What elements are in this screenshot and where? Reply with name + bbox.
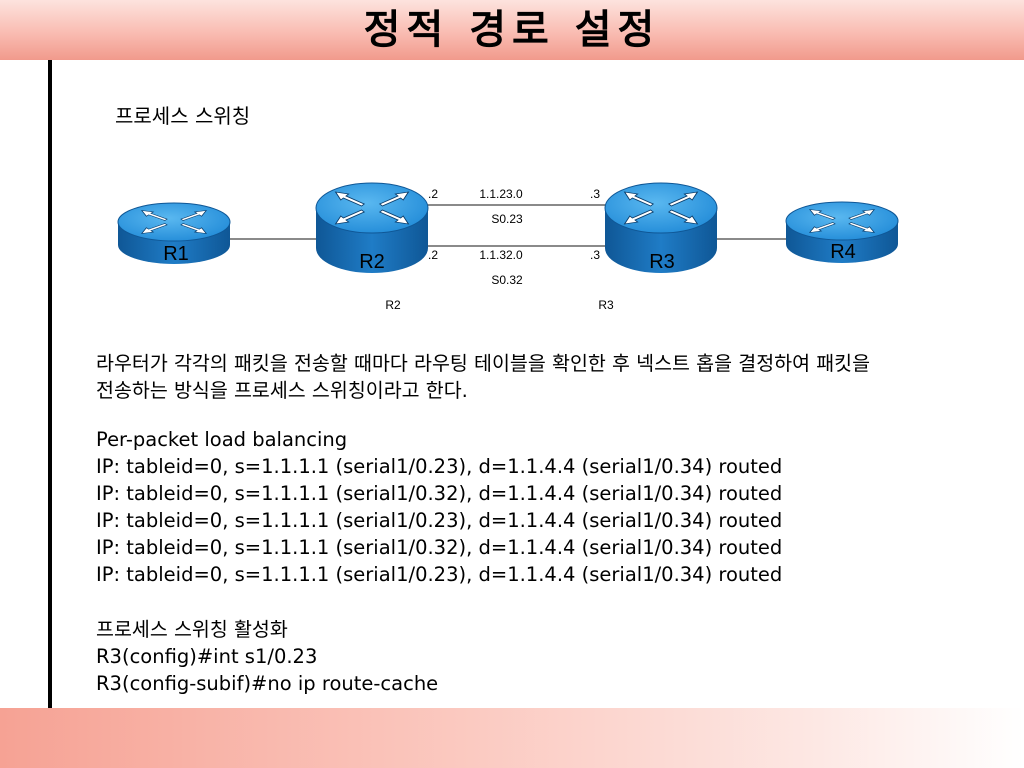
debug-log-block: Per-packet load balancing IP: tableid=0,… <box>96 426 782 588</box>
page-title: 정적 경로 설정 <box>363 7 661 53</box>
config-line: R3(config)#int s1/0.23 <box>96 645 318 668</box>
link2-right-addr: .3 <box>590 248 600 262</box>
config-heading: 프로세스 스위칭 활성화 <box>96 618 288 641</box>
link1-left-addr: .2 <box>428 187 438 201</box>
bottom-band <box>0 708 1024 768</box>
under-label-r3: R3 <box>598 298 614 312</box>
log-line: IP: tableid=0, s=1.1.1.1 (serial1/0.23),… <box>96 509 783 532</box>
router-label-r3: R3 <box>649 251 675 273</box>
link2-interface: S0.32 <box>491 273 523 287</box>
section-subtitle: 프로세스 스위칭 <box>115 104 251 128</box>
link2-network: 1.1.32.0 <box>479 248 523 262</box>
router-r2-icon <box>315 182 429 273</box>
router-label-r2: R2 <box>359 251 385 273</box>
link1-interface: S0.23 <box>491 212 523 226</box>
config-line: R3(config-subif)#no ip route-cache <box>96 672 439 695</box>
router-label-r1: R1 <box>163 243 189 265</box>
router-r1-icon <box>117 202 231 264</box>
link1-network: 1.1.23.0 <box>479 187 523 201</box>
left-divider <box>48 60 52 708</box>
description-paragraph: 라우터가 각각의 패킷을 전송할 때마다 라우팅 테이블을 확인한 후 넥스트 … <box>96 352 871 402</box>
config-block: 프로세스 스위칭 활성화 R3(config)#int s1/0.23 R3(c… <box>96 616 438 697</box>
log-line: IP: tableid=0, s=1.1.1.1 (serial1/0.32),… <box>96 482 783 505</box>
router-r3-icon <box>604 182 718 273</box>
log-line: IP: tableid=0, s=1.1.1.1 (serial1/0.23),… <box>96 563 783 586</box>
link2-left-addr: .2 <box>428 248 438 262</box>
network-diagram: R1 R2 R3 R4 .2 1.1.23.0 .3 S0.23 .2 1.1.… <box>117 182 899 312</box>
link1-right-addr: .3 <box>590 187 600 201</box>
log-heading: Per-packet load balancing <box>96 428 348 451</box>
log-line: IP: tableid=0, s=1.1.1.1 (serial1/0.23),… <box>96 455 783 478</box>
log-line: IP: tableid=0, s=1.1.1.1 (serial1/0.32),… <box>96 536 783 559</box>
router-r4-icon <box>785 201 899 263</box>
router-label-r4: R4 <box>830 241 856 263</box>
title-band <box>0 0 1024 60</box>
under-label-r2: R2 <box>385 298 401 312</box>
